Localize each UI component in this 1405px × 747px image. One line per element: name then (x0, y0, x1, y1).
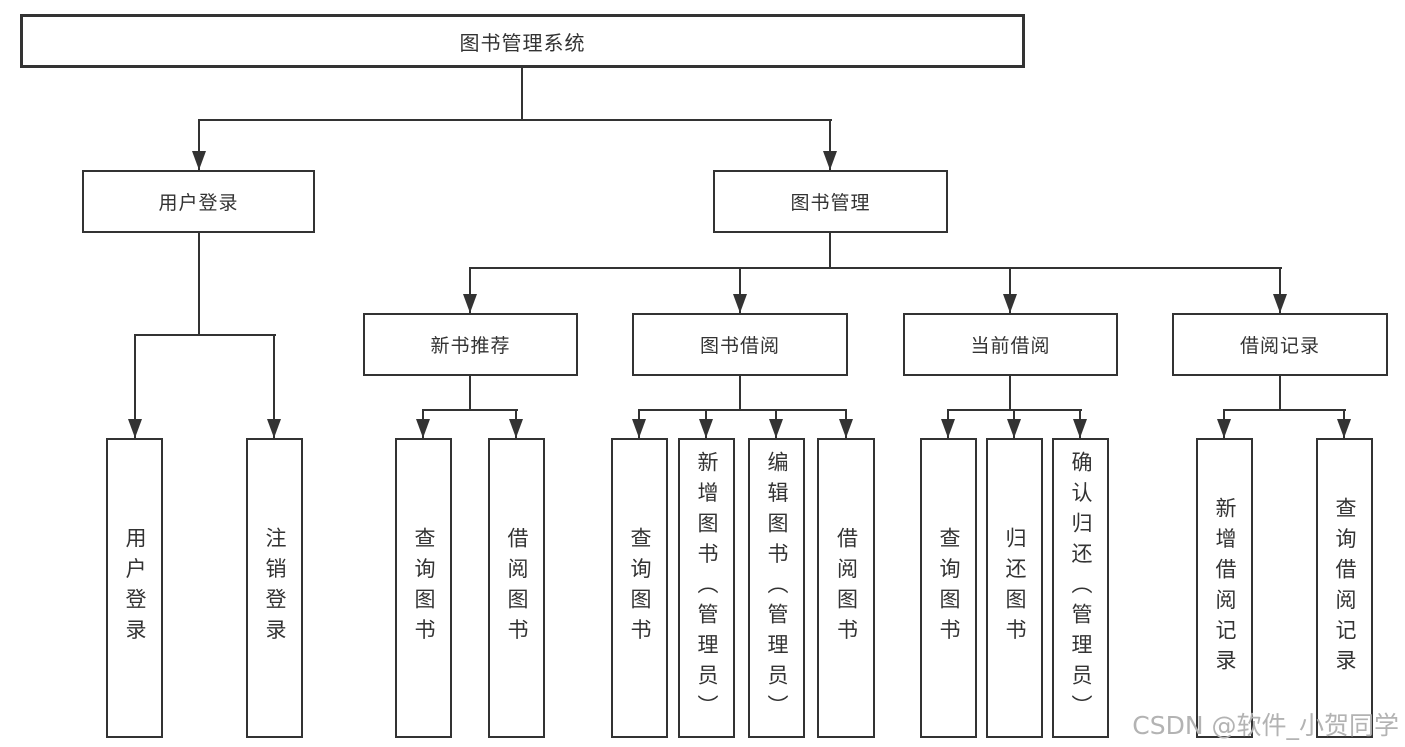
arrow-current-borrowing (1003, 294, 1017, 313)
node-library-management-system: 图书管理系统 (20, 14, 1025, 68)
leaf-user-login: 用户登录 (106, 438, 163, 738)
arrow-book-management (823, 151, 837, 170)
connector-bookborrow-stem (739, 376, 741, 411)
arrow-cb-query (941, 419, 955, 438)
node-label: 当前借阅 (970, 335, 1051, 357)
arrow-nb-query (416, 419, 430, 438)
connector-userlogin-bar (134, 334, 276, 336)
connector-drop-user-login (198, 119, 200, 170)
leaf-cb-return-books: 归还图书 (986, 438, 1043, 738)
node-label: 图书管理 (790, 192, 871, 214)
node-book-borrowing: 图书借阅 (632, 313, 848, 376)
arrow-nb-borrow (509, 419, 523, 438)
node-label: 图书借阅 (699, 335, 780, 357)
connector-drop-new-book (469, 267, 471, 313)
connector-records-bar (1223, 409, 1346, 411)
arrow-bb-query (632, 419, 646, 438)
connector-newbook-stem (469, 376, 471, 411)
leaf-label: 确认归还（管理员） (1069, 450, 1093, 726)
leaf-bb-add-books-admin: 新增图书（管理员） (678, 438, 735, 738)
connector-drop-book-management (829, 119, 831, 170)
node-new-book-recommend: 新书推荐 (363, 313, 578, 376)
connector-root-stem (521, 68, 523, 121)
node-user-login: 用户登录 (82, 170, 315, 233)
connector-drop-book-borrowing (739, 267, 741, 313)
leaf-bb-query-books: 查询图书 (611, 438, 668, 738)
leaf-bb-borrow-books: 借阅图书 (817, 438, 875, 738)
leaf-nb-query-books: 查询图书 (395, 438, 452, 738)
leaf-label: 新增图书（管理员） (695, 450, 719, 726)
arrow-br-query (1337, 419, 1351, 438)
node-label: 图书管理系统 (459, 30, 586, 55)
node-label: 新书推荐 (430, 335, 511, 357)
connector-drop-current-borrowing (1009, 267, 1011, 313)
leaf-label: 注销登录 (263, 527, 287, 649)
arrow-book-borrowing (733, 294, 747, 313)
leaf-label: 编辑图书（管理员） (765, 450, 789, 726)
connector-bookmgmt-bar (469, 267, 1282, 269)
leaf-logout: 注销登录 (246, 438, 303, 738)
arrow-cb-return (1007, 419, 1021, 438)
leaf-br-query-record: 查询借阅记录 (1316, 438, 1373, 738)
leaf-label: 用户登录 (123, 527, 147, 649)
connector-drop-login (134, 334, 136, 438)
connector-bookborrow-bar (638, 409, 847, 411)
arrow-cb-confirm (1073, 419, 1087, 438)
node-current-borrowing: 当前借阅 (903, 313, 1118, 376)
connector-root-bar (198, 119, 832, 121)
arrow-borrow-records (1273, 294, 1287, 313)
arrow-bb-borrow (839, 419, 853, 438)
leaf-cb-query-books: 查询图书 (920, 438, 977, 738)
node-label: 用户登录 (158, 192, 239, 214)
leaf-cb-confirm-return-admin: 确认归还（管理员） (1052, 438, 1109, 738)
leaf-label: 查询图书 (628, 527, 652, 649)
arrow-br-add (1217, 419, 1231, 438)
csdn-watermark: CSDN @软件_小贺同学 (1132, 711, 1399, 740)
node-book-management: 图书管理 (713, 170, 948, 233)
leaf-label: 借阅图书 (834, 527, 859, 649)
node-borrow-records: 借阅记录 (1172, 313, 1388, 376)
leaf-label: 借阅图书 (505, 527, 529, 649)
leaf-label: 新增借阅记录 (1213, 496, 1237, 680)
connector-drop-logout (273, 334, 275, 438)
arrow-user-login (192, 151, 206, 170)
leaf-nb-borrow-books: 借阅图书 (488, 438, 545, 738)
connector-currentborrow-stem (1009, 376, 1011, 411)
arrow-bb-add (699, 419, 713, 438)
arrow-new-book (463, 294, 477, 313)
leaf-label: 查询图书 (412, 527, 436, 649)
connector-bookmgmt-stem (829, 233, 831, 269)
node-label: 借阅记录 (1239, 335, 1320, 357)
connector-records-stem (1279, 376, 1281, 411)
leaf-bb-edit-books-admin: 编辑图书（管理员） (748, 438, 805, 738)
leaf-label: 查询借阅记录 (1333, 496, 1357, 680)
connector-newbook-bar (422, 409, 518, 411)
arrow-login (128, 419, 142, 438)
leaf-br-add-record: 新增借阅记录 (1196, 438, 1253, 738)
leaf-label: 查询图书 (937, 527, 961, 649)
connector-userlogin-stem (198, 233, 200, 336)
leaf-label: 归还图书 (1003, 527, 1027, 649)
arrow-bb-edit (769, 419, 783, 438)
arrow-logout (267, 419, 281, 438)
connector-drop-borrow-records (1279, 267, 1281, 313)
